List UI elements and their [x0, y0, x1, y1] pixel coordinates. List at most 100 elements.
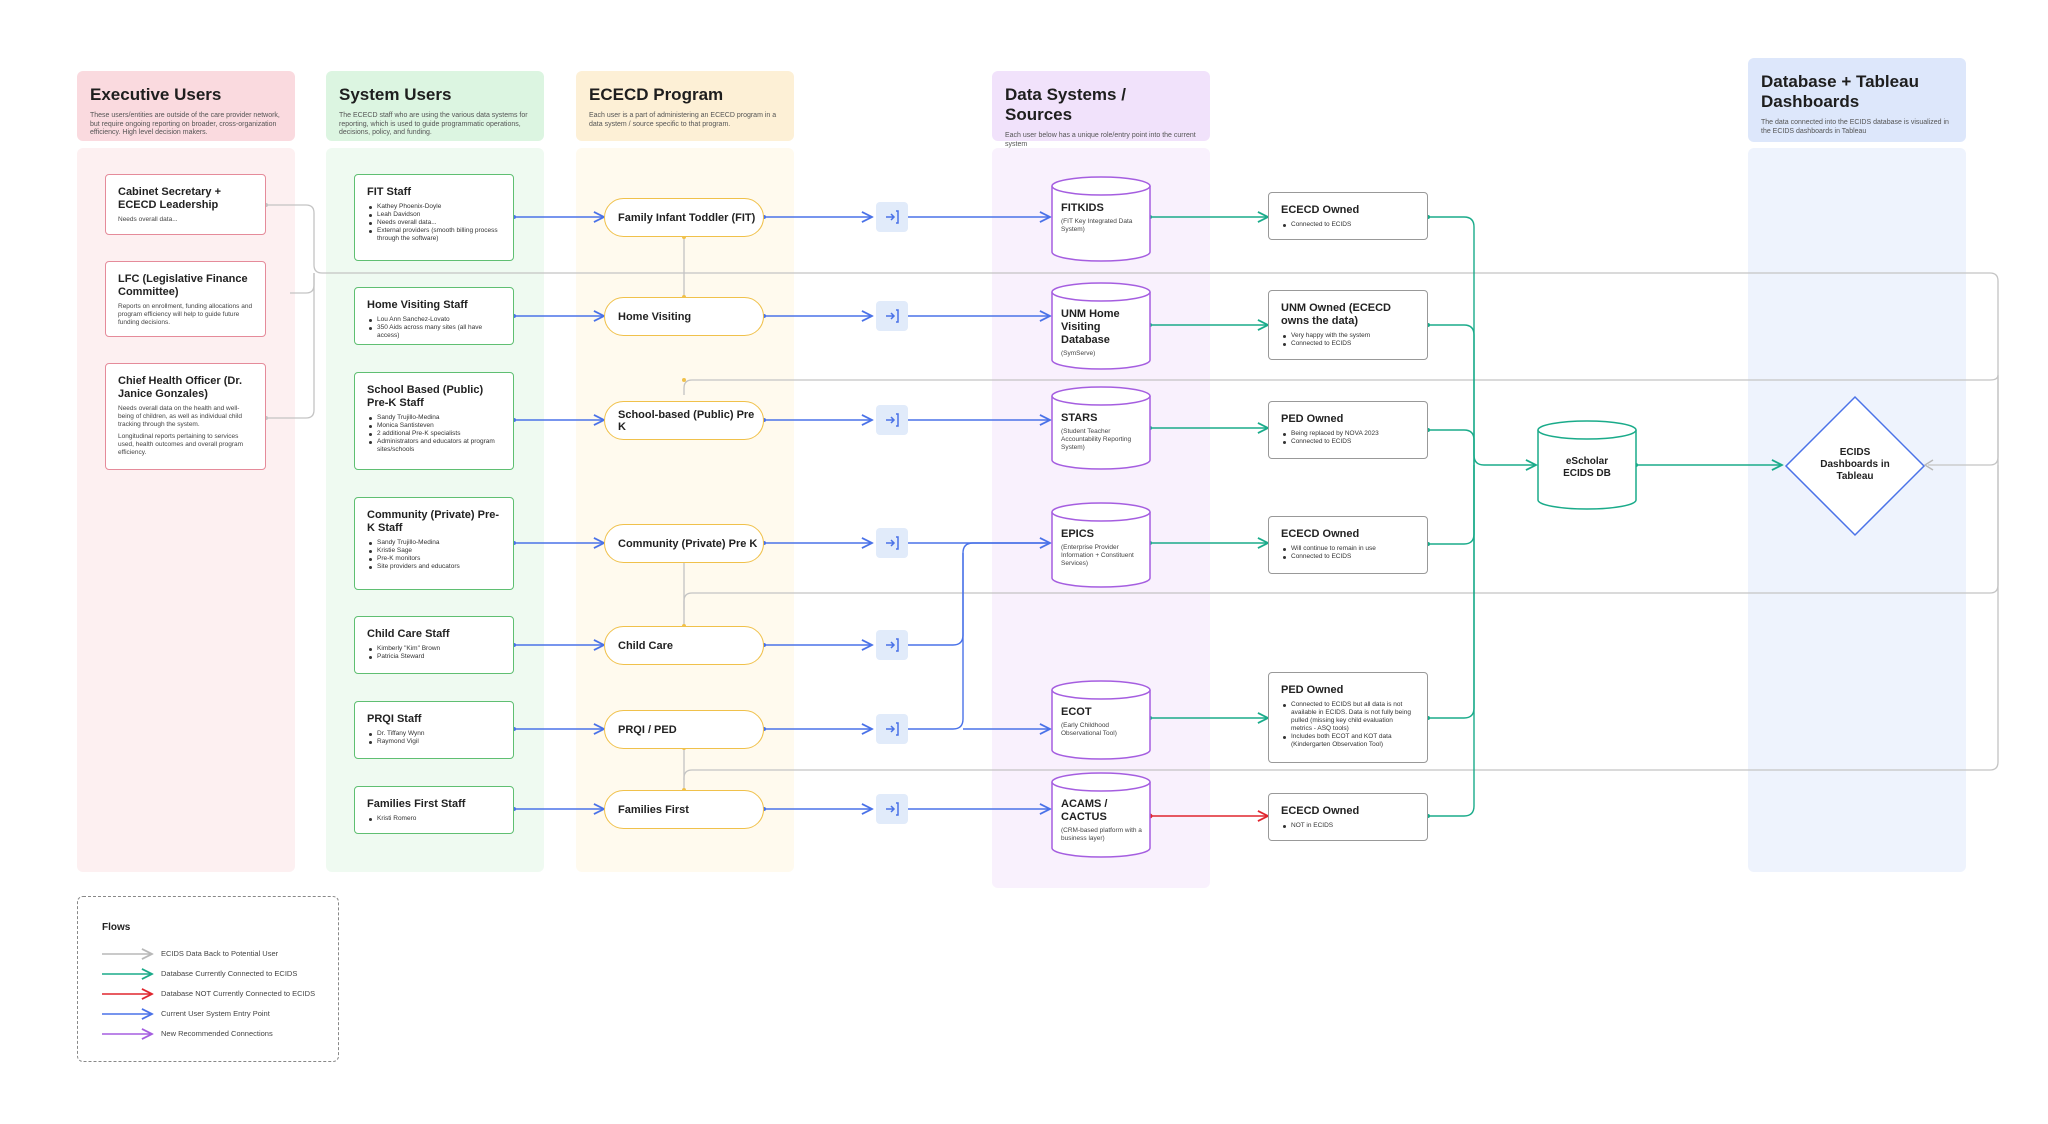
column-title: ECECD Program — [589, 85, 724, 104]
source-fitkids[interactable]: FITKIDS(FIT Key Integrated Data System) — [1051, 176, 1151, 262]
entry-point-icon — [876, 202, 908, 232]
executive-header: Executive Users These users/entities are… — [77, 71, 295, 141]
entry-point-icon — [876, 301, 908, 331]
list-item: Administrators and educators at program … — [369, 438, 501, 454]
sys-node-private-prek[interactable]: Community (Private) Pre-K Staff Sandy Tr… — [354, 497, 514, 590]
program-private-prek[interactable]: Community (Private) Pre K — [604, 524, 764, 563]
source-desc: (CRM-based platform with a business laye… — [1061, 827, 1142, 842]
program-public-prek[interactable]: School-based (Public) Pre K — [604, 401, 764, 440]
entry-point-lines — [514, 217, 1050, 809]
ecids-database[interactable]: eScholar ECIDS DB — [1537, 420, 1637, 510]
entry-point-icon — [876, 794, 908, 824]
node-title: Child Care Staff — [367, 628, 450, 640]
ownership-fitkids[interactable]: ECECD Owned Connected to ECIDS — [1268, 192, 1428, 240]
list-item: Connected to ECIDS but all data is not a… — [1283, 701, 1415, 733]
legend-item: Current User System Entry Point — [161, 1009, 270, 1018]
database-icon — [1537, 420, 1637, 510]
exec-node-lfc[interactable]: LFC (Legislative Finance Committee) Repo… — [105, 261, 266, 337]
list-item: Lou Ann Sanchez-Lovato — [369, 316, 501, 324]
source-unm-home-visiting[interactable]: UNM Home Visiting Database (SymServe) — [1051, 282, 1151, 370]
list-item: Sandy Trujillo-Medina — [369, 539, 501, 547]
node-desc: Needs overall data on the health and wel… — [118, 405, 242, 428]
database-icon — [1051, 386, 1151, 470]
program-prqi-ped[interactable]: PRQI / PED — [604, 710, 764, 749]
program-header: ECECD Program Each user is a part of adm… — [576, 71, 794, 141]
connected-lines — [1150, 217, 1782, 817]
legend-item: New Recommended Connections — [161, 1029, 273, 1038]
node-title: PED Owned — [1281, 684, 1344, 696]
node-desc: Needs overall data... — [118, 216, 178, 223]
program-families-first[interactable]: Families First — [604, 790, 764, 829]
tableau-dashboard[interactable]: ECIDS Dashboards in Tableau — [1784, 395, 1926, 537]
node-title: ECECD Owned — [1281, 204, 1360, 216]
node-list: Connected to ECIDS but all data is not a… — [1281, 701, 1415, 749]
entry-point-icon — [876, 630, 908, 660]
source-epics[interactable]: EPICS (Enterprise Provider Information + … — [1051, 502, 1151, 588]
ownership-epics[interactable]: ECECD Owned Will continue to remain in u… — [1268, 516, 1428, 574]
source-desc: (Enterprise Provider Information + Const… — [1061, 544, 1134, 567]
node-list: Sandy Trujillo-Medina Monica Santisteven… — [367, 414, 501, 454]
list-item: Sandy Trujillo-Medina — [369, 414, 501, 422]
list-item: Pre-K monitors — [369, 555, 501, 563]
list-item: Needs overall data... — [369, 219, 501, 227]
program-fit[interactable]: Family Infant Toddler (FIT) — [604, 198, 764, 237]
tableau-header: Database + Tableau Dashboards The data c… — [1748, 58, 1966, 142]
node-list: Connected to ECIDS — [1281, 221, 1415, 229]
source-ecot[interactable]: ECOT(Early Childhood Observational Tool) — [1051, 680, 1151, 760]
sys-node-fit[interactable]: FIT Staff Kathey Phoenix-Doyle Leah Davi… — [354, 174, 514, 261]
ownership-acams[interactable]: ECECD Owned NOT in ECIDS — [1268, 793, 1428, 841]
node-title: ECECD Owned — [1281, 528, 1360, 540]
node-title: Community (Private) Pre-K Staff — [367, 509, 500, 534]
column-title: Database + Tableau Dashboards — [1761, 72, 1919, 111]
legend-item: Database NOT Currently Connected to ECID… — [161, 989, 316, 998]
source-title: UNM Home Visiting Database — [1061, 308, 1120, 346]
program-column — [576, 148, 794, 872]
source-stars[interactable]: STARS(Student Teacher Accountability Rep… — [1051, 386, 1151, 470]
node-title: PED Owned — [1281, 413, 1344, 425]
node-list: Sandy Trujillo-Medina Kristie Sage Pre-K… — [367, 539, 501, 571]
node-title: Home Visiting Staff — [367, 299, 468, 311]
sys-node-home-visiting[interactable]: Home Visiting Staff Lou Ann Sanchez-Lova… — [354, 287, 514, 345]
source-acams-cactus[interactable]: ACAMS / CACTUS(CRM-based platform with a… — [1051, 772, 1151, 858]
exec-node-health-officer[interactable]: Chief Health Officer (Dr. Janice Gonzale… — [105, 363, 266, 470]
ownership-ecot[interactable]: PED Owned Connected to ECIDS but all dat… — [1268, 672, 1428, 763]
list-item: Being replaced by NOVA 2023 — [1283, 430, 1415, 438]
exec-node-cabinet[interactable]: Cabinet Secretary + ECECD Leadership Nee… — [105, 174, 266, 235]
return-flow-lines — [266, 204, 1999, 792]
source-desc: (SymServe) — [1061, 350, 1096, 357]
legend-swatches — [102, 897, 340, 1063]
source-title: EPICS — [1061, 528, 1095, 540]
list-item: Leah Davidson — [369, 211, 501, 219]
node-list: Kristi Romero — [367, 815, 501, 823]
list-item: Will continue to remain in use — [1283, 545, 1415, 553]
column-description: The data connected into the ECIDS databa… — [1761, 119, 1949, 135]
database-icon — [1051, 282, 1151, 370]
sys-node-prqi[interactable]: PRQI Staff Dr. Tiffany Wynn Raymond Vigi… — [354, 701, 514, 759]
program-home-visiting[interactable]: Home Visiting — [604, 297, 764, 336]
node-title: PRQI Staff — [367, 713, 422, 725]
database-icon — [1051, 680, 1151, 760]
node-title: School Based (Public) Pre-K Staff — [367, 384, 484, 409]
list-item: External providers (smooth billing proce… — [369, 227, 501, 243]
list-item: Raymond Vigil — [369, 738, 501, 746]
node-title: LFC (Legislative Finance Committee) — [118, 273, 248, 298]
db-label-line2: ECIDS DB — [1563, 468, 1611, 479]
list-item: Kathey Phoenix-Doyle — [369, 203, 501, 211]
entry-point-icon — [876, 405, 908, 435]
dashboard-line3: Tableau — [1836, 471, 1874, 482]
program-child-care[interactable]: Child Care — [604, 626, 764, 665]
db-label-line1: eScholar — [1565, 456, 1609, 467]
sys-node-public-prek[interactable]: School Based (Public) Pre-K Staff Sandy … — [354, 372, 514, 470]
sys-node-families-first[interactable]: Families First Staff Kristi Romero — [354, 786, 514, 834]
list-item: NOT in ECIDS — [1283, 822, 1415, 830]
list-item: Connected to ECIDS — [1283, 221, 1415, 229]
ownership-unm[interactable]: UNM Owned (ECECD owns the data) Very hap… — [1268, 290, 1428, 360]
list-item: Site providers and educators — [369, 563, 501, 571]
list-item: 350 Aids across many sites (all have acc… — [369, 324, 501, 340]
sys-node-child-care[interactable]: Child Care Staff Kimberly "Kim" Brown Pa… — [354, 616, 514, 674]
node-title: ECECD Owned — [1281, 805, 1360, 817]
legend: Flows ECIDS Data Back to Potential User … — [77, 896, 339, 1062]
